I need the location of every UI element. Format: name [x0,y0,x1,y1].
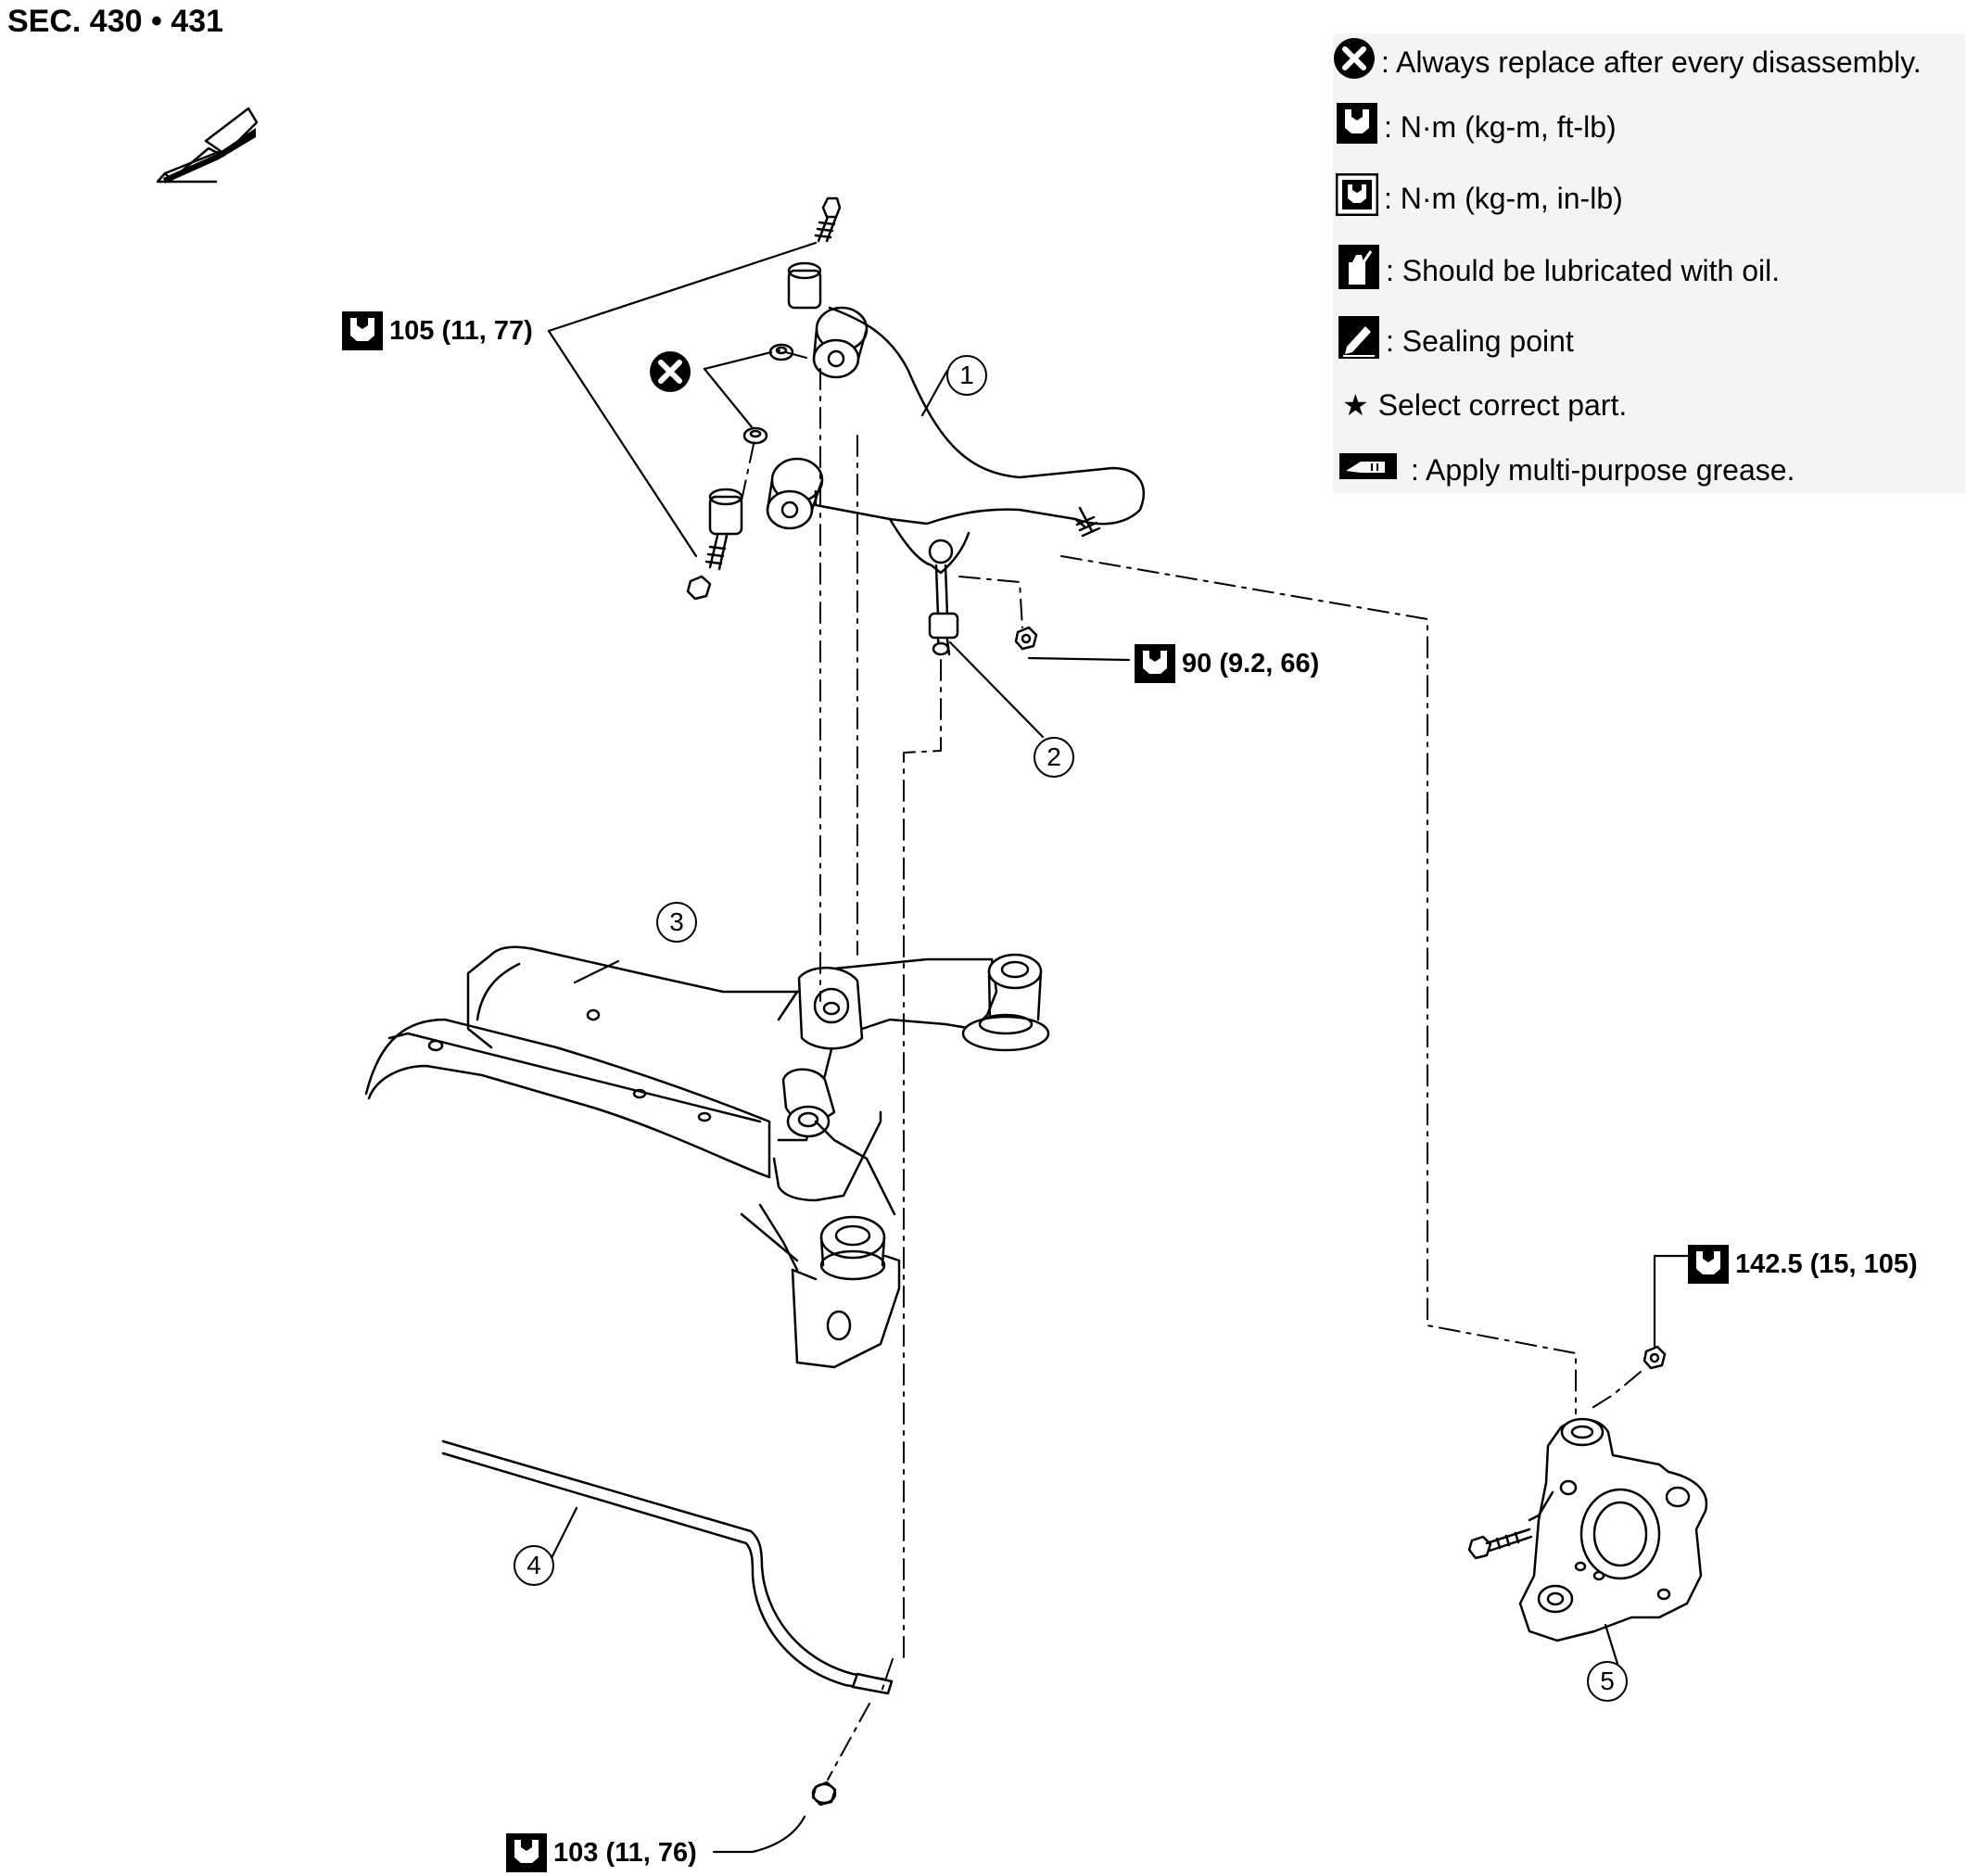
legend-text: : N·m (kg-m, in-lb) [1384,181,1623,215]
legend-text: : Apply multi-purpose grease. [1411,452,1795,487]
callout-axle-knuckle: 5 [1587,1661,1628,1702]
callout-suspension-member: 3 [656,902,697,943]
torque-ft-lb-icon [506,1833,547,1872]
legend-text: : Always replace after every disassembly… [1381,44,1922,79]
torque-in-lb-icon [1335,172,1379,223]
sealing-point-icon [1338,315,1380,367]
callout-stabilizer-bar: 4 [514,1545,554,1586]
legend-text: : N·m (kg-m, ft-lb) [1384,109,1617,144]
torque-spec-upper-link: 105 (11, 77) [341,311,533,351]
legend-panel [1333,33,1965,493]
torque-ft-lb-icon [342,311,383,350]
legend-sealing-point: : Sealing point [1338,315,1574,367]
legend-grease: : Apply multi-purpose grease. [1338,452,1795,488]
torque-value: 90 (9.2, 66) [1182,648,1320,678]
legend-text: : Sealing point [1386,323,1574,358]
stabilizer-connecting-rod-drawing [928,564,1038,656]
torque-spec-knuckle: 142.5 (15, 105) [1687,1244,1918,1285]
always-replace-icon [649,350,691,398]
upper-link-bolts [686,196,842,601]
star-icon: ★ [1342,388,1369,422]
leader-lines [547,241,1689,1854]
legend-torque-in-lb: : N·m (kg-m, in-lb) [1335,172,1623,223]
torque-ft-lb-icon [1688,1245,1729,1284]
grease-gun-icon [1338,452,1398,488]
torque-spec-connecting-rod: 90 (9.2, 66) [1134,643,1319,684]
legend-select-part: ★ Select correct part. [1342,387,1627,423]
legend-text: Select correct part. [1377,387,1628,422]
section-reference: SEC. 430 • 431 [7,4,224,39]
legend-lubricate-oil: : Should be lubricated with oil. [1338,244,1780,298]
torque-spec-stabilizer: 103 (11, 76) [505,1832,697,1873]
axle-knuckle-drawing [1467,1345,1708,1642]
legend-torque-ft-lb: : N·m (kg-m, ft-lb) [1336,102,1617,152]
torque-value: 103 (11, 76) [553,1837,697,1868]
torque-ft-lb-icon [1336,102,1378,152]
torque-ft-lb-icon [1135,644,1175,683]
upper-link-drawing [766,306,1145,575]
front-direction-arrow-icon [156,107,259,184]
oil-can-icon [1338,244,1380,298]
always-replace-icon [1333,37,1376,87]
legend-always-replace: : Always replace after every disassembly… [1333,37,1922,87]
callout-connecting-rod: 2 [1034,737,1074,778]
alignment-lines [741,349,1642,1781]
rear-suspension-member-drawing [364,945,1050,1369]
callout-upper-link: 1 [946,355,987,396]
legend-text: : Should be lubricated with oil. [1386,253,1781,287]
stabilizer-bar-drawing [441,1439,894,1806]
torque-value: 105 (11, 77) [389,315,533,346]
torque-value: 142.5 (15, 105) [1735,1249,1918,1279]
